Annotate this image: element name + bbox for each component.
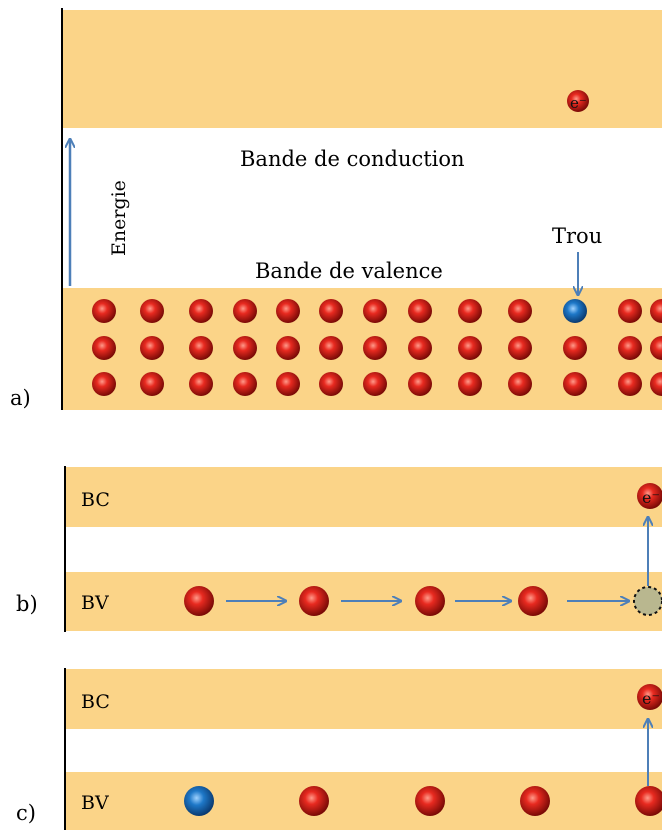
valence-electron <box>189 372 213 396</box>
valence-electron <box>92 372 116 396</box>
valence-electron <box>233 372 257 396</box>
electron-c-2 <box>415 786 445 816</box>
panel-a-label: a) <box>10 386 31 410</box>
excited-electron-label-b: e⁻ <box>642 488 660 507</box>
valence-electron <box>140 372 164 396</box>
electron-c-4 <box>635 786 662 816</box>
valence-electron <box>650 299 662 323</box>
valence-electron <box>508 299 532 323</box>
valence-electron <box>319 336 343 360</box>
valence-electron <box>233 299 257 323</box>
bc-band-c <box>65 669 662 729</box>
valence-electron <box>618 372 642 396</box>
panel-b-label: b) <box>16 592 38 616</box>
bv-label-c: BV <box>81 792 109 814</box>
valence-electron <box>233 336 257 360</box>
valence-electron <box>650 372 662 396</box>
valence-electron <box>319 372 343 396</box>
hole-label: Trou <box>552 224 602 248</box>
valence-electron <box>189 299 213 323</box>
valence-electron <box>363 372 387 396</box>
valence-electron <box>458 299 482 323</box>
valence-electron-lattice <box>92 299 662 396</box>
bv-label-b: BV <box>81 592 109 614</box>
valence-electron <box>319 299 343 323</box>
valence-electron <box>408 372 432 396</box>
electron-b-1 <box>184 586 214 616</box>
vacancy-b <box>633 586 662 616</box>
bc-band-b <box>65 467 662 527</box>
valence-electron <box>276 299 300 323</box>
valence-electron <box>458 372 482 396</box>
electron-c-1 <box>299 786 329 816</box>
electron-b-3 <box>415 586 445 616</box>
valence-electron <box>508 336 532 360</box>
valence-electron <box>363 336 387 360</box>
valence-electron <box>408 336 432 360</box>
valence-electron <box>140 336 164 360</box>
excited-electron-b: e⁻ <box>637 483 662 509</box>
hole-particle <box>563 299 587 323</box>
valence-electron <box>276 336 300 360</box>
valence-electron <box>458 336 482 360</box>
valence-electron <box>563 372 587 396</box>
valence-electron <box>92 299 116 323</box>
excited-electron-label-c: e⁻ <box>642 689 660 708</box>
valence-band-label: Bande de valence <box>255 259 443 283</box>
valence-electron <box>650 336 662 360</box>
valence-electron <box>508 372 532 396</box>
valence-electron <box>92 336 116 360</box>
electron-b-4 <box>518 586 548 616</box>
valence-electron <box>618 336 642 360</box>
valence-electron <box>363 299 387 323</box>
valence-electron <box>189 336 213 360</box>
hole-c <box>184 786 214 816</box>
valence-electron <box>563 336 587 360</box>
valence-electron <box>140 299 164 323</box>
panel-c-label: c) <box>16 801 36 825</box>
panel-a: Energie Bande de conduction Bande de val… <box>10 8 662 410</box>
panel-b: BC BV e⁻ b) <box>16 466 662 632</box>
panel-c: BC BV e⁻ c) <box>16 668 662 830</box>
bc-label-c: BC <box>81 691 110 713</box>
bc-label-b: BC <box>81 489 110 511</box>
electron-c-3 <box>520 786 550 816</box>
excited-electron: e⁻ <box>567 90 589 112</box>
conduction-band <box>62 10 662 128</box>
valence-electron <box>618 299 642 323</box>
excited-electron-label: e⁻ <box>570 94 587 112</box>
bv-band-c <box>65 772 662 830</box>
valence-electron <box>408 299 432 323</box>
electron-b-2 <box>299 586 329 616</box>
energy-label: Energie <box>108 180 130 256</box>
valence-electron <box>276 372 300 396</box>
conduction-band-label: Bande de conduction <box>240 147 465 171</box>
excited-electron-c: e⁻ <box>637 684 662 710</box>
